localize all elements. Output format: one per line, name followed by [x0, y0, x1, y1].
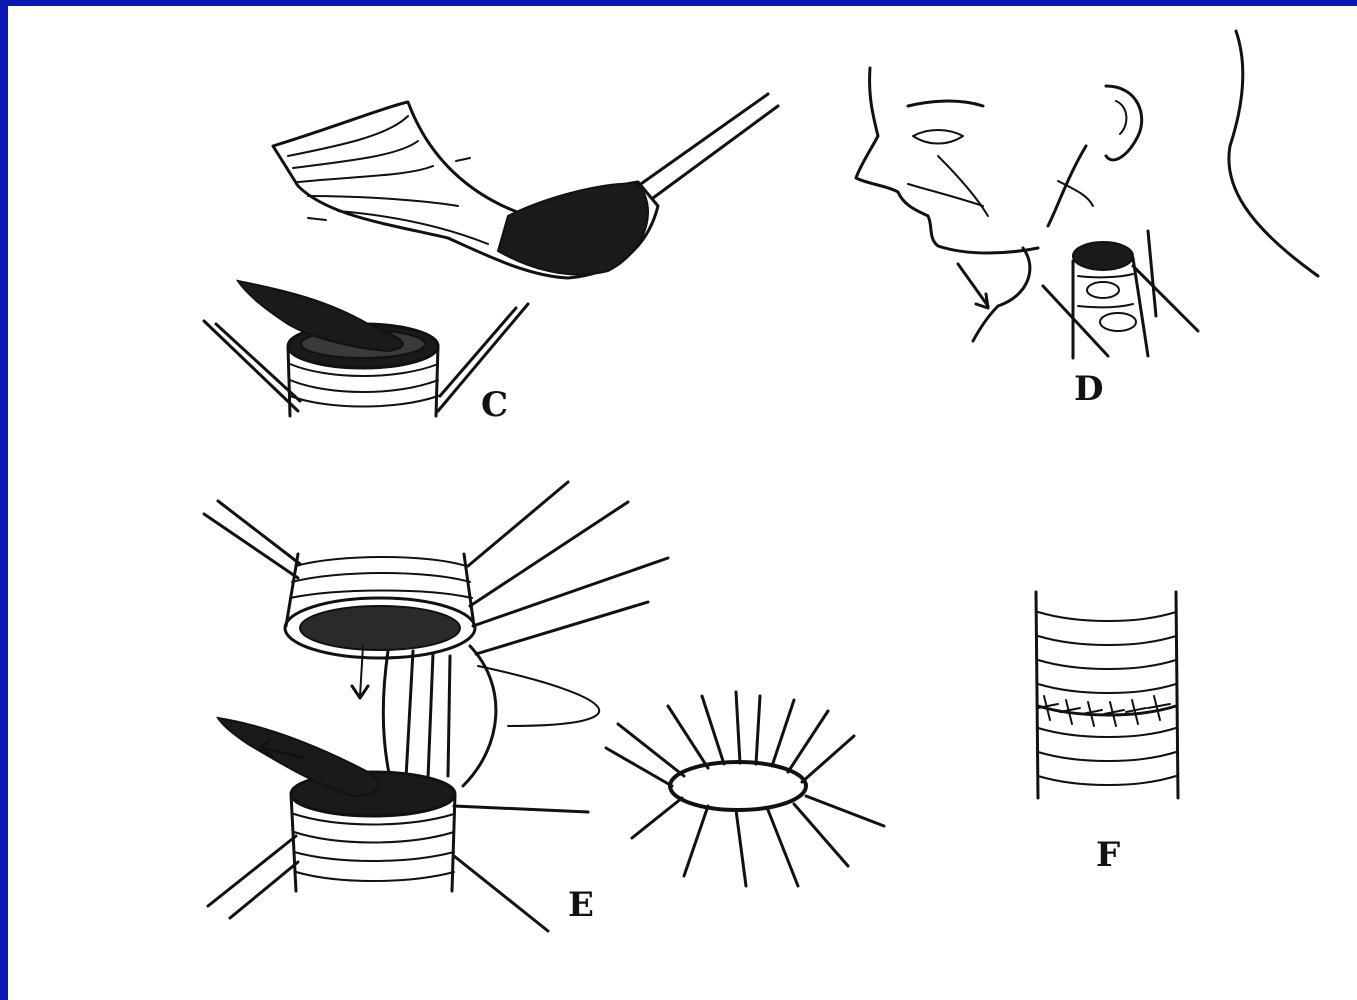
panel-c-lower-trachea [204, 281, 528, 416]
panel-d-neck-incision [958, 231, 1198, 358]
panel-label-e: E [568, 888, 594, 922]
slide-canvas: C D E F [8, 6, 1357, 1000]
panel-label-f: F [1096, 838, 1120, 872]
panel-label-d: D [1074, 372, 1103, 406]
panel-f-illustration [1036, 592, 1178, 798]
panel-e-lower-segment [208, 718, 588, 931]
panel-d-illustration [856, 31, 1318, 358]
panel-e-illustration [204, 482, 884, 931]
panel-f-suture-line [1038, 696, 1176, 726]
panel-d-head-profile [856, 31, 1318, 276]
surgical-illustration [8, 6, 1357, 1000]
panel-c-illustration [204, 94, 778, 416]
panel-e-stoma-with-sutures [606, 692, 884, 886]
panel-label-c: C [481, 388, 508, 422]
panel-e-sutures [383, 646, 599, 786]
panel-e-upper-segment [204, 482, 668, 698]
panel-c-upper-trachea [273, 94, 778, 278]
